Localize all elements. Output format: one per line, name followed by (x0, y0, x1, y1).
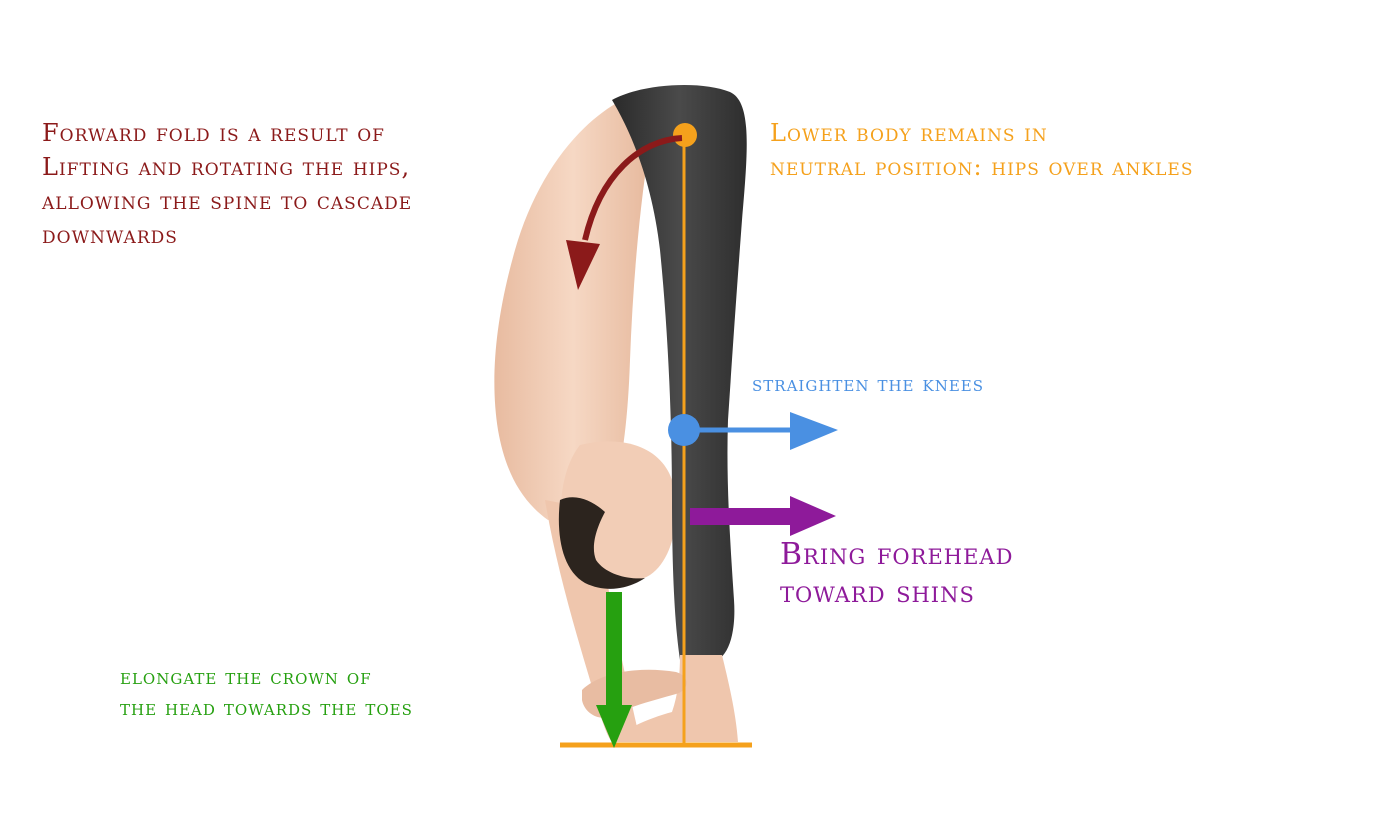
crown-arrow-head (596, 705, 632, 748)
forehead-annotation: Bring forehead toward shins (780, 536, 1013, 612)
fold-line-3: allowing the spine to cascade (42, 187, 413, 215)
crown-annotation: elongate the crown of the head towards t… (120, 662, 413, 724)
forehead-arrow-head (790, 496, 836, 536)
fold-arrow (582, 135, 683, 241)
knees-line-1: straighten the knees (752, 372, 985, 397)
neutral-line-2: neutral position: hips over ankles (770, 153, 1194, 181)
fold-line-4: downwards (42, 221, 178, 249)
crown-line-2: the head towards the toes (120, 696, 413, 721)
hair-shape (558, 497, 645, 589)
hip-dot (673, 123, 697, 147)
neutral-line-1: Lower body remains in (770, 119, 1048, 147)
fold-annotation: Forward fold is a result of Lifting and … (42, 116, 412, 252)
knee-dot (668, 414, 700, 446)
torso-shape (494, 100, 652, 520)
knee-arrow-head (790, 412, 838, 450)
fold-line-1: Forward fold is a result of (42, 119, 385, 147)
crown-line-1: elongate the crown of (120, 665, 372, 690)
neutral-annotation: Lower body remains in neutral position: … (770, 116, 1193, 184)
fold-arrow-head (566, 240, 600, 290)
feet-shape (612, 655, 738, 742)
knees-annotation: straighten the knees (752, 370, 984, 400)
forehead-line-2: toward shins (780, 575, 975, 610)
fold-line-2: Lifting and rotating the hips, (42, 153, 411, 181)
crown-arrow (606, 592, 622, 712)
forehead-arrow (690, 508, 795, 525)
forehead-line-1: Bring forehead (780, 537, 1014, 572)
